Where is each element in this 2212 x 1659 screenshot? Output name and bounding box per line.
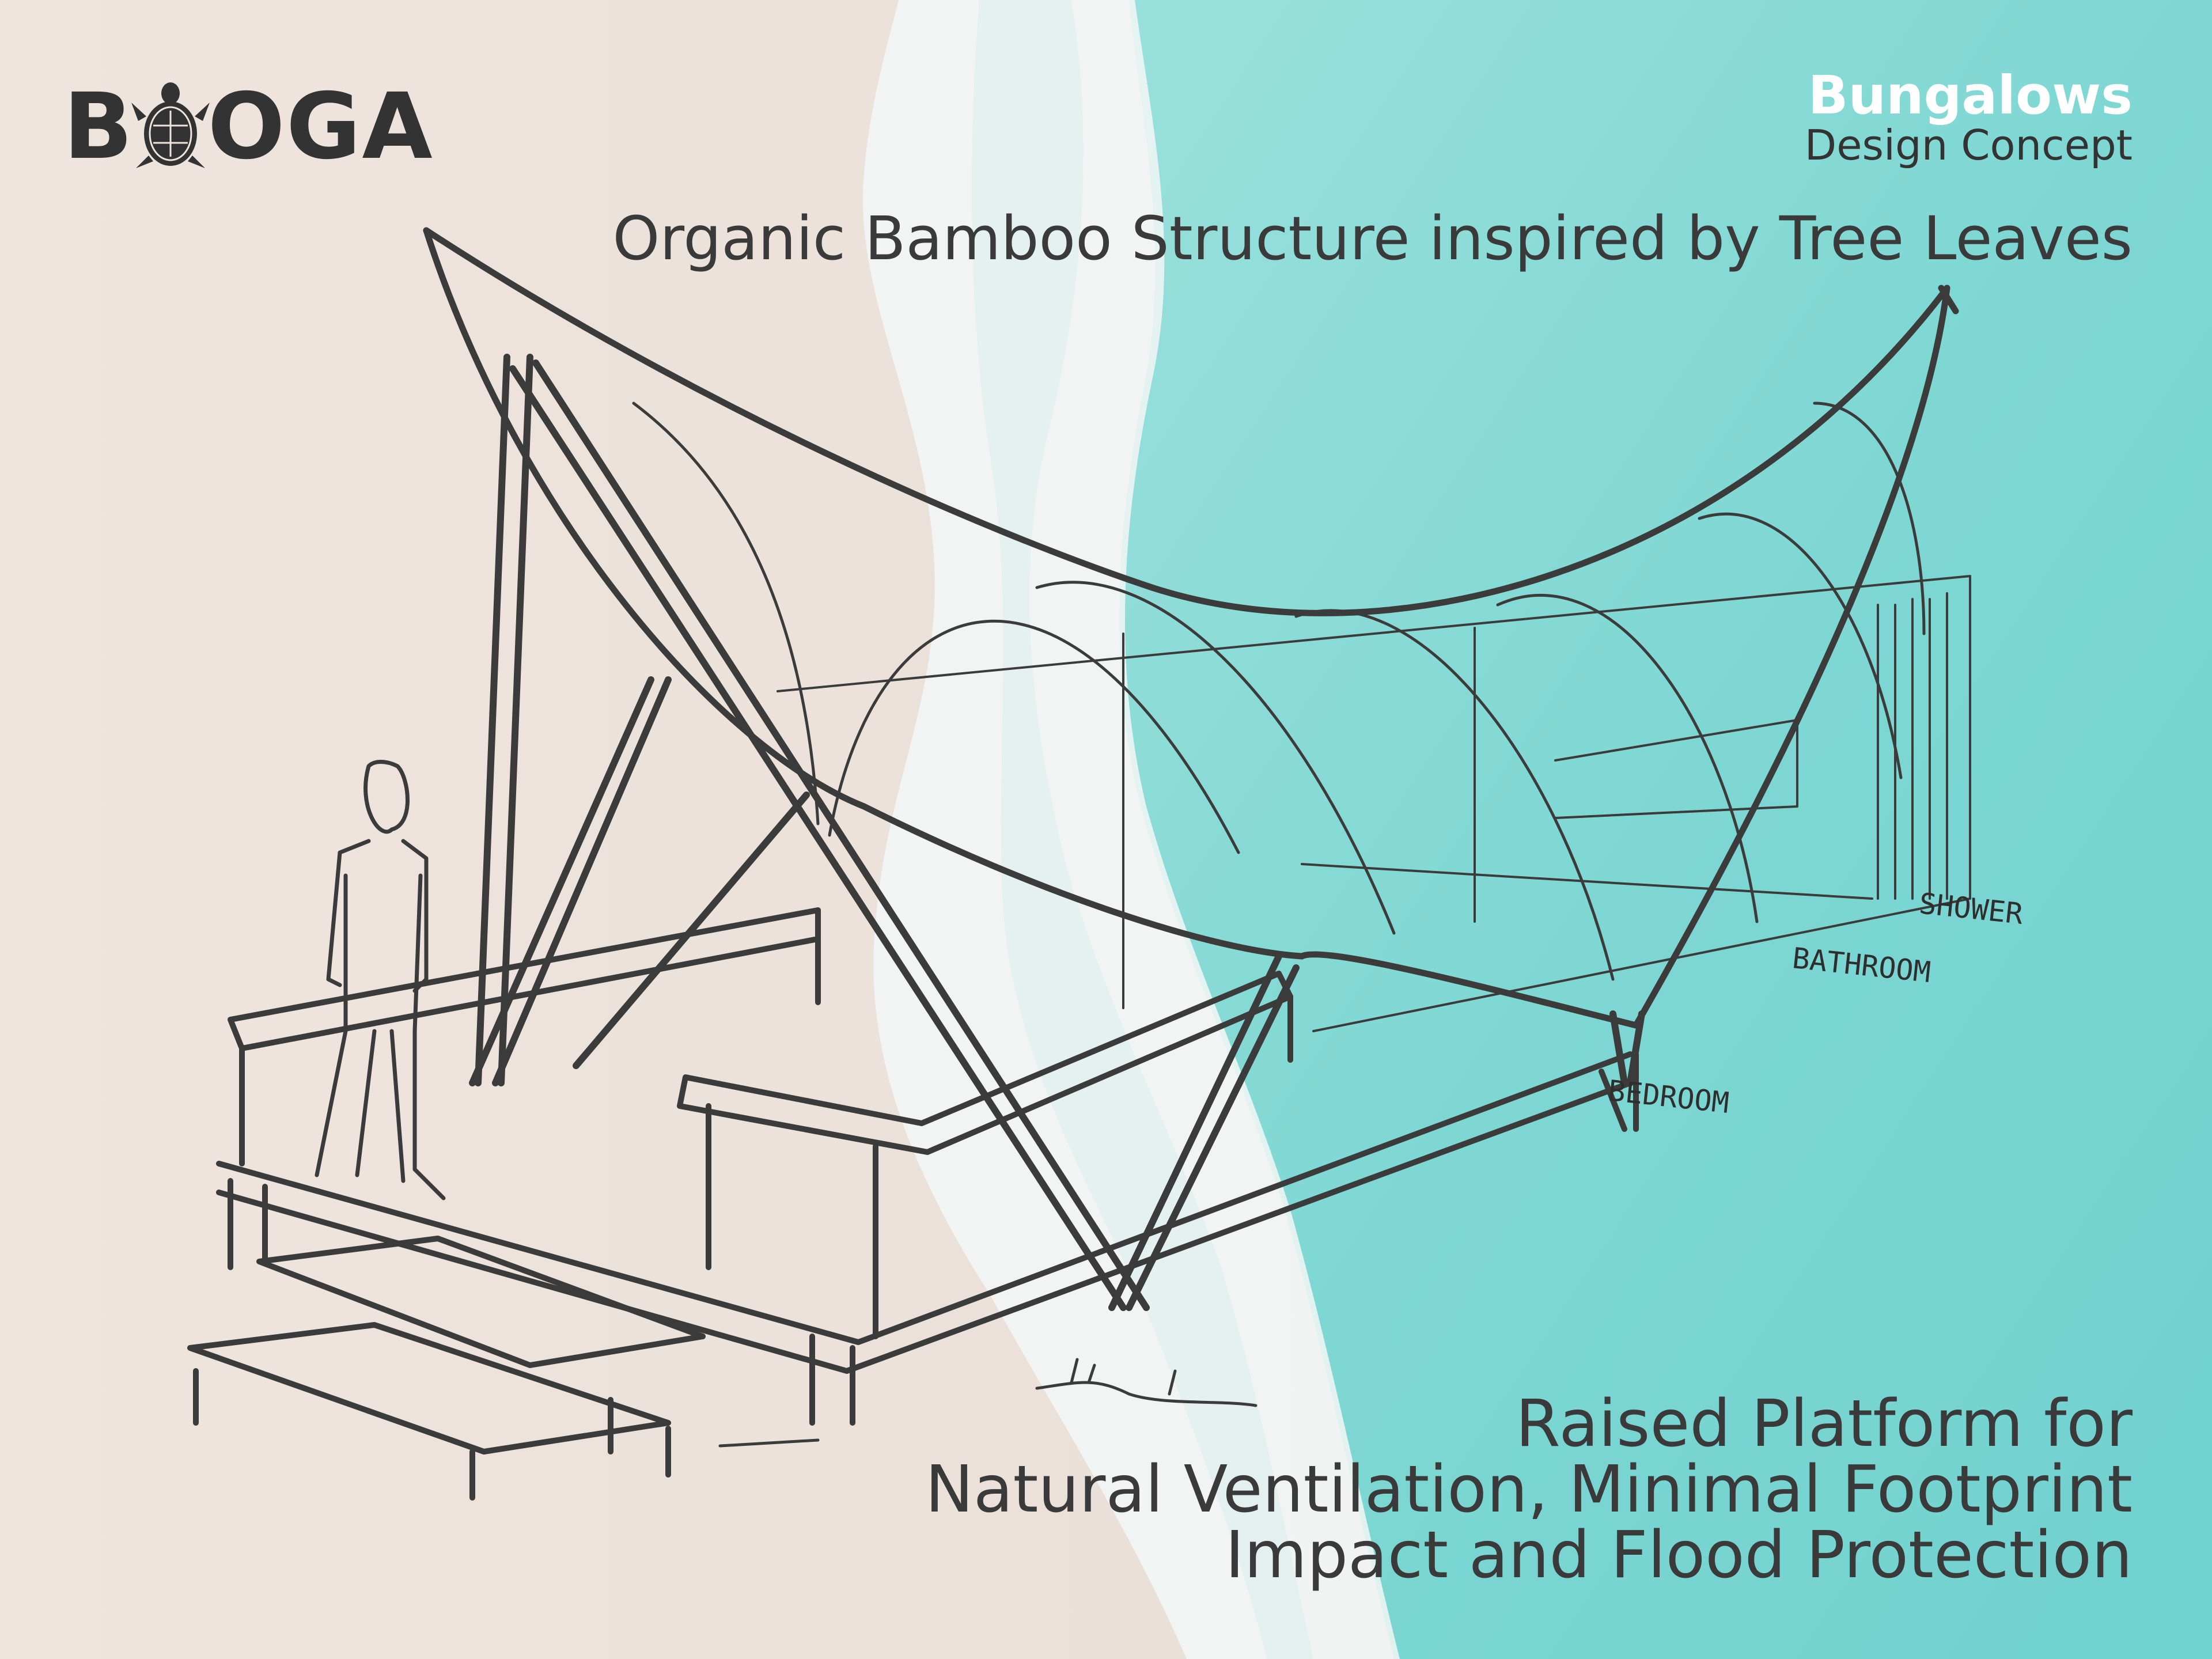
foam-light bbox=[971, 0, 1313, 1659]
slide-subtitle: Design Concept bbox=[1804, 120, 2133, 169]
headline: Organic Bamboo Structure inspired by Tre… bbox=[612, 203, 2133, 274]
caption-line-3: Impact and Flood Protection bbox=[1225, 1518, 2133, 1593]
logo-text-end: OGA bbox=[207, 74, 434, 180]
platform-deck bbox=[216, 1051, 1639, 1426]
bottom-caption: Raised Platform for Natural Ventilation,… bbox=[925, 1391, 2133, 1589]
bathroom-label: BATHROOM bbox=[1791, 941, 1933, 989]
ground-grass bbox=[718, 1358, 1257, 1448]
stairs bbox=[187, 1236, 706, 1501]
caption-line-2: Natural Ventilation, Minimal Footprint bbox=[925, 1452, 2133, 1528]
logo-text-start: B bbox=[63, 74, 134, 180]
leaf-roof bbox=[423, 227, 1959, 1029]
person-figure bbox=[315, 760, 446, 1200]
caption-line-1: Raised Platform for bbox=[1516, 1387, 2133, 1461]
bamboo-columns bbox=[469, 354, 1645, 1311]
booga-logo: B OGA bbox=[63, 75, 434, 179]
sea-area bbox=[1119, 0, 2212, 1659]
slide-title: Bungalows bbox=[1808, 65, 2133, 126]
railing bbox=[228, 907, 1293, 1339]
bedroom-box bbox=[777, 575, 1971, 1032]
bedroom-label: BEDROOM bbox=[1607, 1074, 1731, 1120]
roof-ribs bbox=[632, 402, 1926, 981]
title-block: Bungalows Design Concept bbox=[1804, 65, 2133, 169]
turtle-icon bbox=[131, 82, 210, 168]
shower-label: SHOWER bbox=[1918, 887, 2025, 931]
